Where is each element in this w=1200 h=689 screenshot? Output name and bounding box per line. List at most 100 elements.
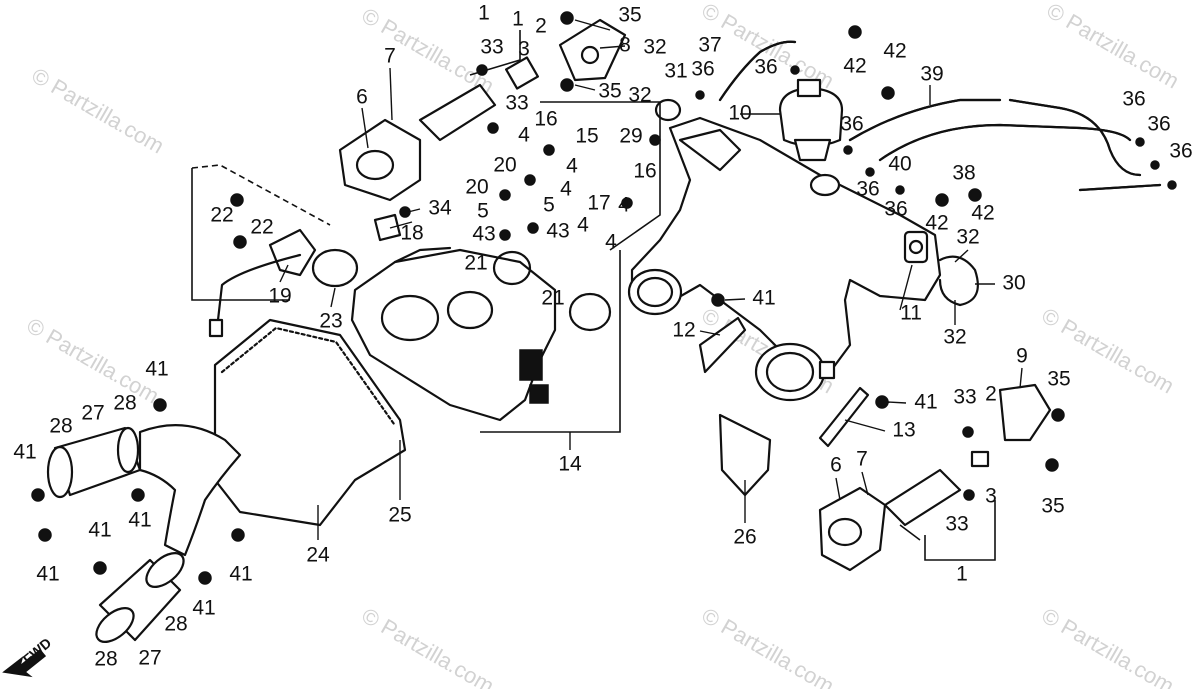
manifold-stub: [818, 360, 836, 380]
leader-lines: [279, 19, 1023, 540]
regulator-base: [793, 138, 832, 162]
callout-number-41: 41: [229, 563, 252, 586]
callout-number-4: 4: [518, 124, 530, 147]
injector-holder-hole: [355, 149, 395, 181]
callout-number-12: 12: [672, 319, 695, 342]
valve-16-b: [621, 197, 633, 209]
fuel-rail-cap-hole: [580, 45, 600, 65]
watermark-layer: © Partzilla.com © Partzilla.com © Partzi…: [23, 0, 1184, 689]
callout-number-31: 31: [664, 60, 687, 83]
callout-number-3: 3: [985, 485, 997, 508]
callout-number-22: 22: [250, 216, 273, 239]
bolt-41-c: [131, 488, 145, 502]
injector-holder-hole-b: [827, 517, 863, 547]
callout-number-4: 4: [618, 194, 630, 217]
callout-number-36: 36: [1122, 88, 1145, 111]
assembly-bracket-valves: [540, 101, 661, 251]
clip-36-f: [843, 145, 853, 155]
callout-number-27: 27: [81, 402, 104, 425]
clip-36-h: [895, 185, 905, 195]
regulator-cap: [796, 78, 822, 98]
callout-number-43: 43: [472, 223, 495, 246]
callout-number-1: 1: [512, 8, 524, 31]
callout-number-41: 41: [13, 441, 36, 464]
callout-number-42: 42: [971, 202, 994, 225]
clip-36-g: [865, 167, 875, 177]
callout-number-14: 14: [558, 453, 582, 476]
idle-hose: [216, 253, 302, 322]
callout-number-4: 4: [577, 214, 589, 237]
bolt-41-d: [38, 528, 52, 542]
leader-line: [724, 298, 746, 301]
callout-number-33: 33: [953, 386, 976, 409]
callout-number-26: 26: [733, 526, 756, 549]
bracket-12: [698, 316, 747, 374]
callout-number-36: 36: [691, 58, 714, 81]
callout-number-41: 41: [145, 358, 168, 381]
gasket-25: [220, 326, 396, 426]
manifold-port-left-inner: [636, 276, 674, 308]
callout-number-32: 32: [943, 326, 966, 349]
screw-33-c: [962, 426, 974, 438]
callout-number-5: 5: [477, 200, 489, 223]
bolt-42-a: [848, 25, 862, 39]
bolt-41-e: [93, 561, 107, 575]
throttle-bore-right: [446, 290, 494, 330]
manifold-flange: [678, 128, 742, 172]
plug-29: [649, 134, 661, 146]
bolt-42-c: [935, 193, 949, 207]
screw-33-b: [487, 122, 499, 134]
bolt-22-a: [230, 193, 244, 207]
nut-35-mid: [560, 78, 574, 92]
callout-number-16: 16: [633, 160, 656, 183]
manifold-flange-hole: [908, 239, 924, 255]
clip-36-a: [1135, 137, 1145, 147]
bolt-41-b: [31, 488, 45, 502]
clip-36-d: [695, 90, 705, 100]
screw-33-d: [963, 489, 975, 501]
bolt-41-a: [153, 398, 167, 412]
throttle-body: [350, 246, 557, 422]
callout-number-6: 6: [356, 86, 368, 109]
screw-20: [524, 174, 536, 186]
injector-holder-6: [338, 118, 422, 202]
o-ring-32: [654, 98, 682, 122]
assembly-bracket-1-bottom: [924, 500, 996, 561]
callout-number-42: 42: [843, 55, 866, 78]
bolt-42-b: [881, 86, 895, 100]
leader-line: [954, 249, 969, 263]
small-parts: [31, 25, 1177, 585]
callout-number-35: 35: [598, 80, 621, 103]
callout-number-35: 35: [618, 4, 641, 27]
assembly-bracket-top: [191, 164, 331, 226]
bracket-26: [718, 413, 772, 497]
watermark-text: © Partzilla.com: [23, 313, 164, 409]
throttle-linkage: [529, 384, 549, 404]
callout-number-19: 19: [268, 285, 291, 308]
callout-number-33: 33: [480, 36, 503, 59]
screw-20-b: [499, 189, 511, 201]
callout-number-2: 2: [985, 383, 997, 406]
callout-number-32: 32: [643, 36, 666, 59]
air-duct-y: [138, 424, 242, 557]
bolt-41-g: [198, 571, 212, 585]
callout-number-13: 13: [892, 419, 915, 442]
bracket-18: [373, 213, 402, 242]
assembly-bracket-left: [191, 168, 290, 301]
injector-assembly-lower: [818, 383, 1065, 572]
callout-number-3: 3: [518, 38, 530, 61]
leader-line: [330, 287, 336, 308]
throttle-top-edge: [393, 246, 452, 264]
callout-number-40: 40: [888, 153, 911, 176]
hose-39a: [848, 98, 1002, 142]
callout-number-9: 9: [1016, 345, 1028, 368]
callout-number-20: 20: [493, 154, 516, 177]
valve-16-a: [543, 144, 555, 156]
callout-number-38: 38: [952, 162, 975, 185]
callout-number-1: 1: [956, 563, 968, 586]
watermark-text: © Partzilla.com: [28, 63, 169, 159]
injector-assembly-upper: [338, 11, 627, 202]
bracket-13: [818, 386, 870, 448]
